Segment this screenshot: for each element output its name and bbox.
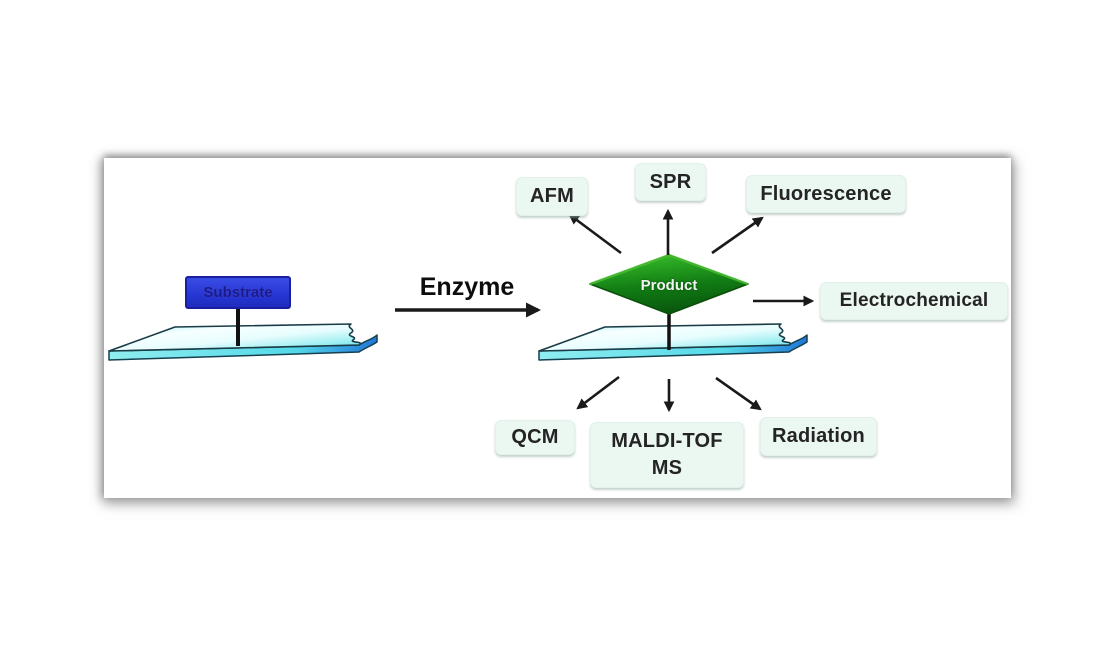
arrow-to-afm	[568, 213, 622, 255]
product-label: Product	[640, 276, 698, 294]
method-box-maldi-tof-ms: MALDI-TOF MS	[590, 422, 744, 488]
diagram-graphics	[108, 208, 815, 413]
method-box-fluorescence: Fluorescence	[746, 175, 906, 213]
enzyme-label: Enzyme	[419, 272, 515, 301]
method-box-qcm: QCM	[495, 420, 575, 455]
method-box-radiation: Radiation	[760, 417, 877, 456]
substrate-label: Substrate	[203, 284, 273, 301]
method-box-afm: AFM	[516, 177, 588, 216]
diagram-card: Substrate Enzyme Product AFM SPR Fluores…	[104, 158, 1011, 498]
substrate-label-box: Substrate	[185, 276, 291, 309]
method-box-electrochemical: Electrochemical	[820, 282, 1008, 320]
product-chip	[538, 314, 808, 361]
arrow-to-qcm	[576, 375, 620, 410]
arrow-to-radiation	[715, 376, 762, 411]
method-box-spr: SPR	[635, 163, 706, 201]
substrate-chip	[108, 309, 378, 361]
arrow-to-fluorescence	[711, 216, 764, 255]
